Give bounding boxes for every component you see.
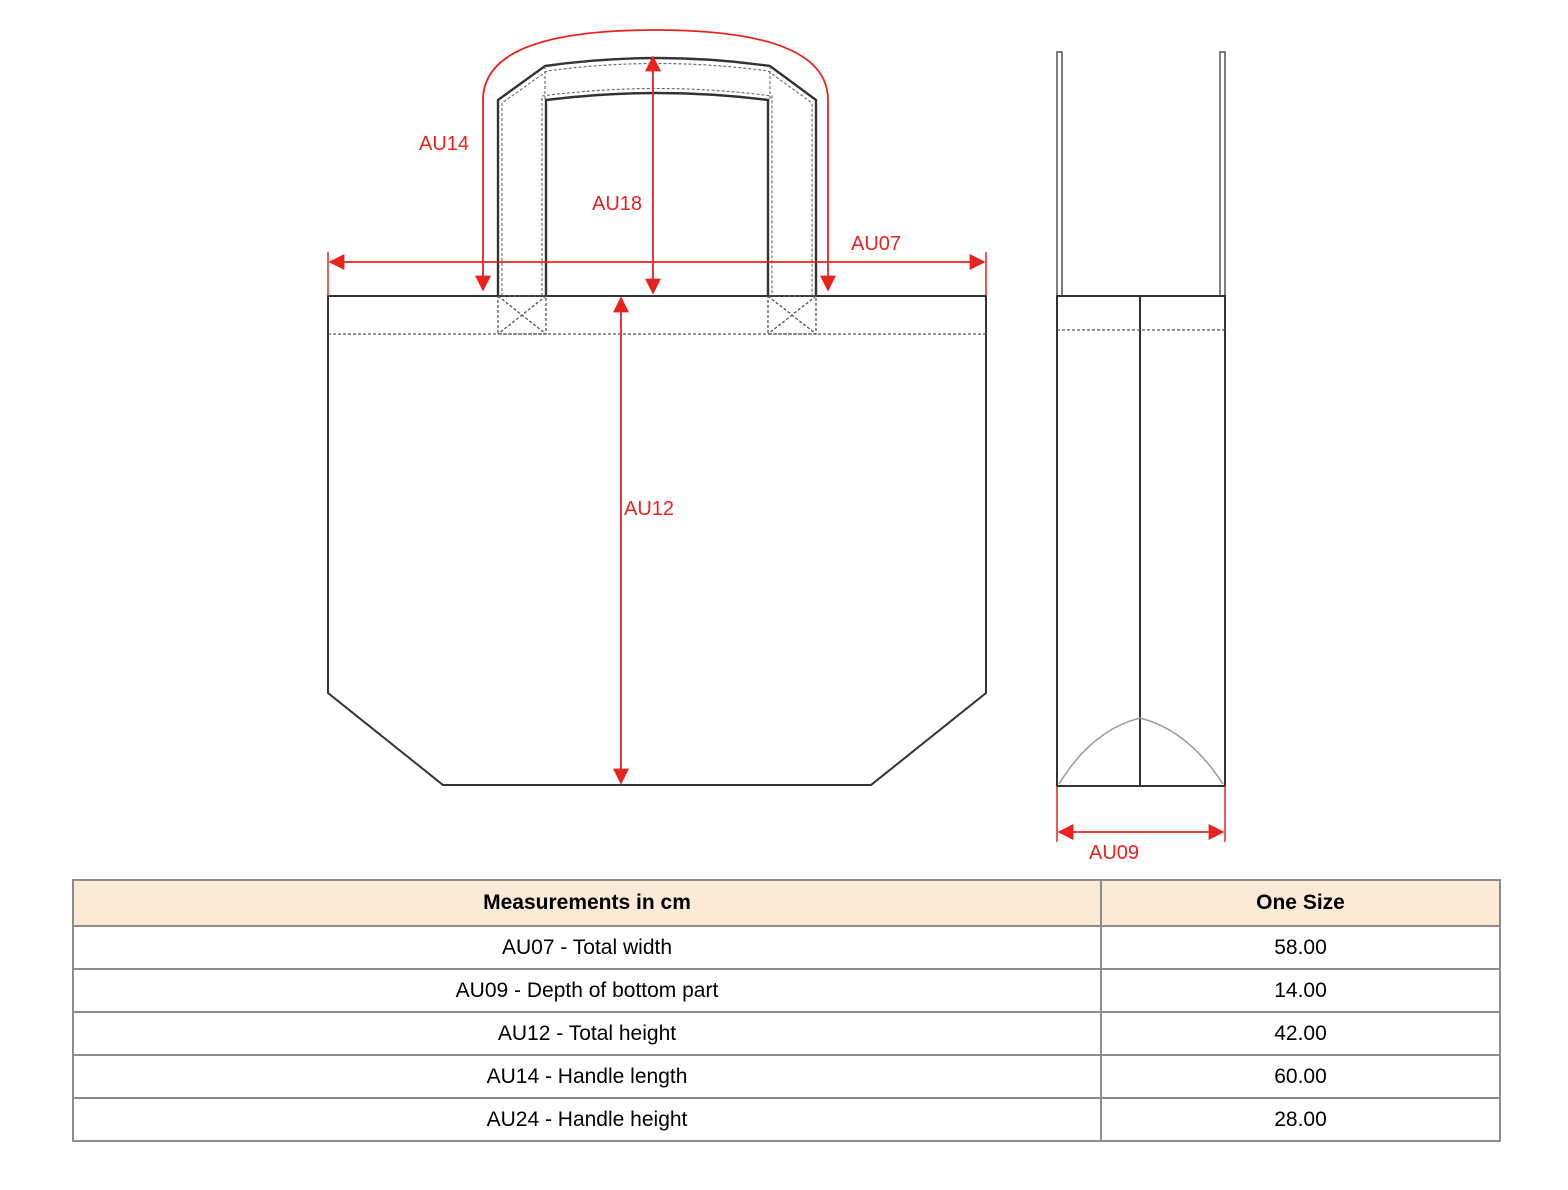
bag-body-outline <box>327 295 987 786</box>
value-cell: 28.00 <box>1100 1097 1501 1142</box>
table-row: AU14 - Handle length 60.00 <box>72 1054 1501 1099</box>
left-handle-stitch-box <box>497 295 547 335</box>
au14-dimension-arc <box>475 29 836 292</box>
tote-bag-diagram: AU14 AU18 AU07 AU12 AU09 <box>327 29 1226 864</box>
measurement-cell: AU24 - Handle height <box>72 1097 1102 1142</box>
table-row: AU09 - Depth of bottom part 14.00 <box>72 968 1501 1013</box>
table-header-row: Measurements in cm One Size <box>72 879 1501 927</box>
au12-label: AU12 <box>624 498 674 520</box>
measurement-cell: AU14 - Handle length <box>72 1054 1102 1099</box>
au09-label: AU09 <box>1089 842 1139 864</box>
column-header-measurement: Measurements in cm <box>72 879 1102 927</box>
value-cell: 60.00 <box>1100 1054 1501 1099</box>
side-view: AU09 <box>1056 51 1226 864</box>
right-handle-stitch-box <box>767 295 817 335</box>
au14-label: AU14 <box>419 133 469 155</box>
table-row: AU24 - Handle height 28.00 <box>72 1097 1501 1142</box>
table-row: AU07 - Total width 58.00 <box>72 925 1501 970</box>
value-cell: 14.00 <box>1100 968 1501 1013</box>
gusset-fold-curve <box>1058 717 1224 785</box>
measurements-table: Measurements in cm One Size AU07 - Total… <box>72 879 1501 1142</box>
measurement-cell: AU09 - Depth of bottom part <box>72 968 1102 1013</box>
value-cell: 58.00 <box>1100 925 1501 970</box>
column-header-size: One Size <box>1100 879 1501 927</box>
side-handle-left <box>1056 51 1063 297</box>
au07-label: AU07 <box>851 233 901 255</box>
table-row: AU12 - Total height 42.00 <box>72 1011 1501 1056</box>
handle <box>496 56 818 296</box>
value-cell: 42.00 <box>1100 1011 1501 1056</box>
measurement-cell: AU07 - Total width <box>72 925 1102 970</box>
measurement-cell: AU12 - Total height <box>72 1011 1102 1056</box>
au18-label: AU18 <box>592 193 642 215</box>
side-handle-right <box>1219 51 1226 297</box>
front-view: AU14 AU18 AU07 AU12 <box>327 29 987 786</box>
